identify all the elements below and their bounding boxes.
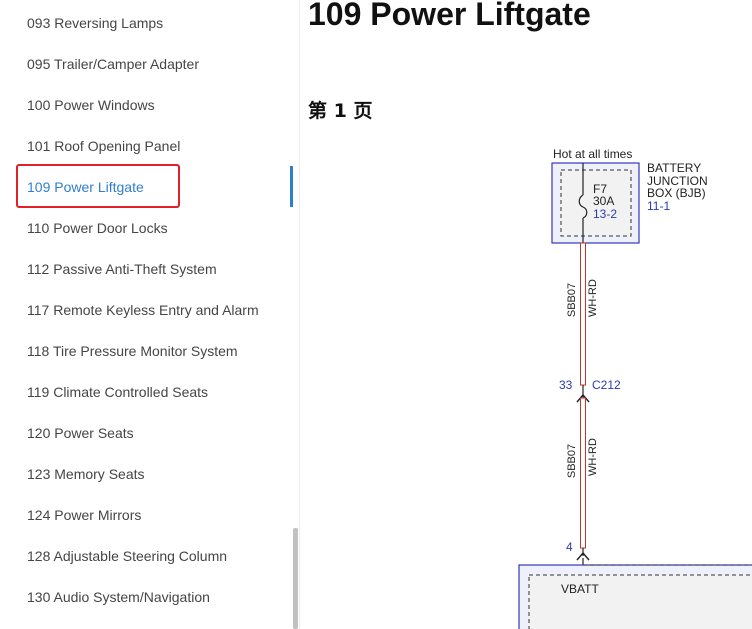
sidebar-item-117-remote-keyless-entry[interactable]: 117 Remote Keyless Entry and Alarm: [27, 302, 259, 318]
sidebar-item-124-power-mirrors[interactable]: 124 Power Mirrors: [27, 507, 142, 523]
sidebar: 093 Reversing Lamps 095 Trailer/Camper A…: [0, 0, 300, 629]
page-title: 109 Power Liftgate: [308, 0, 591, 32]
module-pin-symbol: [576, 551, 590, 561]
connector-c212-label[interactable]: C212: [592, 378, 621, 392]
vbatt-pin-label: VBATT: [561, 582, 599, 596]
sidebar-scrollbar[interactable]: [293, 528, 298, 629]
fuse-ref-link[interactable]: 13-2: [593, 207, 617, 221]
wire-segment-2: [580, 397, 586, 549]
sidebar-item-109-power-liftgate[interactable]: 109 Power Liftgate: [27, 179, 144, 195]
connector-c212-symbol: [576, 393, 590, 403]
wire-color-label-2: WH-RD: [587, 438, 599, 476]
sidebar-item-119-climate-controlled-seats[interactable]: 119 Climate Controlled Seats: [27, 384, 209, 400]
wire-segment-1: [580, 242, 586, 386]
circuit-label-1: SBB07: [566, 283, 578, 317]
fuse-rating: 30A: [593, 194, 614, 208]
sidebar-item-095-trailer-camper-adapter[interactable]: 095 Trailer/Camper Adapter: [27, 56, 199, 72]
sidebar-item-120-power-seats[interactable]: 120 Power Seats: [27, 425, 134, 441]
sidebar-item-112-passive-anti-theft-system[interactable]: 112 Passive Anti-Theft System: [27, 261, 217, 277]
bjb-label-line1: BATTERY: [647, 161, 701, 175]
page-number-label: 第 1 页: [308, 100, 373, 122]
sidebar-item-110-power-door-locks[interactable]: 110 Power Door Locks: [27, 220, 168, 236]
circuit-label-2: SBB07: [566, 444, 578, 478]
main-content: 109 Power Liftgate 第 1 页 Hot at all time…: [300, 0, 752, 629]
wiring-diagram: Hot at all times BATTERY JUNCTION BOX (B…: [518, 147, 752, 629]
sidebar-item-118-tire-pressure-monitor[interactable]: 118 Tire Pressure Monitor System: [27, 343, 238, 359]
sidebar-item-101-roof-opening-panel[interactable]: 101 Roof Opening Panel: [27, 138, 181, 154]
sidebar-item-123-memory-seats[interactable]: 123 Memory Seats: [27, 466, 145, 482]
selected-item-highlight: [16, 164, 180, 208]
connector-pin-33: 33: [559, 378, 573, 392]
hot-at-all-times-label: Hot at all times: [553, 147, 632, 161]
sidebar-item-100-power-windows[interactable]: 100 Power Windows: [27, 97, 155, 113]
bjb-label-line3: BOX (BJB): [647, 186, 706, 200]
fuse-name: F7: [593, 182, 607, 196]
bjb-ref-link[interactable]: 11-1: [647, 199, 670, 213]
bjb-label-line2: JUNCTION: [647, 174, 708, 188]
module-pin-4: 4: [566, 540, 573, 554]
sidebar-item-128-adjustable-steering-column[interactable]: 128 Adjustable Steering Column: [27, 548, 228, 564]
active-item-indicator: [290, 166, 293, 207]
wire-color-label-1: WH-RD: [587, 279, 599, 317]
fuse-housing: [560, 169, 632, 237]
liftgate-module-inner: [528, 574, 752, 629]
fuse-symbol: [578, 194, 588, 219]
sidebar-item-093-reversing-lamps[interactable]: 093 Reversing Lamps: [27, 15, 164, 31]
sidebar-item-130-audio-system-navigation[interactable]: 130 Audio System/Navigation: [27, 589, 210, 605]
